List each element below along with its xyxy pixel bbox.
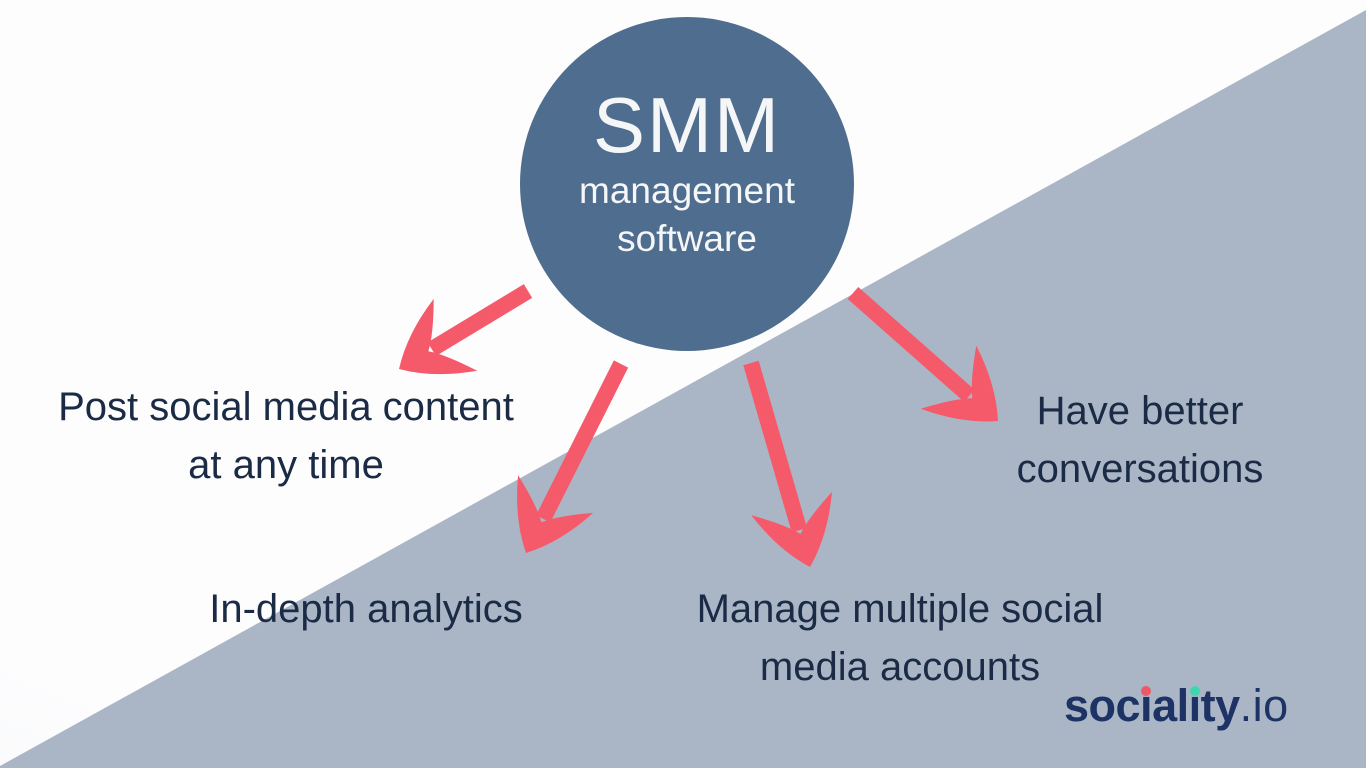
central-node-smm: SMM management software (520, 17, 854, 351)
benefit-post-content: Post social media content at any time (12, 378, 560, 494)
sociality-io-logo: socıalıty.io (1064, 680, 1289, 732)
logo-text-io-suffix: .io (1239, 680, 1289, 731)
benefit-manage-accounts: Manage multiple social media accounts (620, 580, 1180, 696)
benefit-manage-accounts-line2: media accounts (759, 645, 1041, 689)
benefit-better-conversations-line1: Have better (1036, 389, 1244, 433)
benefit-better-conversations: Have better conversations (960, 382, 1320, 498)
logo-text-ty: ty (1200, 680, 1241, 731)
benefit-post-content-line2: at any time (188, 443, 384, 487)
arrow-to-better-conversations (847, 287, 998, 422)
logo-text-soc: soc (1064, 680, 1141, 731)
benefit-post-content-line1: Post social media content (58, 385, 514, 429)
arrow-to-post-content (399, 284, 533, 375)
benefit-manage-accounts-line1: Manage multiple social (696, 587, 1104, 631)
central-node-subtitle-line1: management (579, 170, 795, 211)
benefit-better-conversations-line2: conversations (1016, 447, 1264, 491)
central-node-title: SMM (593, 81, 781, 169)
benefit-in-depth-analytics: In-depth analytics (86, 580, 646, 638)
central-node-subtitle-line2: software (617, 218, 757, 259)
logo-text-al: al (1152, 680, 1189, 731)
benefit-in-depth-analytics-line1: In-depth analytics (209, 587, 523, 631)
logo-i-red-dot: ı (1140, 680, 1153, 731)
arrow-to-manage-accounts (743, 360, 832, 567)
arrow-to-in-depth-analytics (517, 360, 629, 553)
logo-i-teal-dot: ı (1188, 680, 1202, 731)
